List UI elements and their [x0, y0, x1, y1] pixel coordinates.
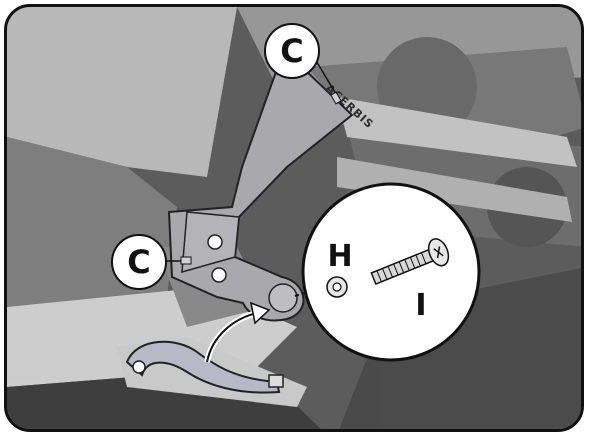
guard-hole-lower	[212, 268, 226, 282]
callout-c-top: C	[265, 24, 319, 78]
detail-circle: H I	[303, 184, 479, 360]
motorcycle-illustration: ACERBIS C C H I	[7, 7, 584, 432]
callout-i-label: I	[415, 288, 426, 323]
instruction-frame: ACERBIS C C H I	[4, 4, 584, 432]
callout-c-left: C	[112, 235, 166, 289]
washer-icon	[327, 277, 347, 297]
callout-h-label: H	[327, 239, 352, 274]
mounting-point	[269, 284, 297, 312]
guard-hole-upper	[208, 235, 222, 249]
callout-c-top-label: C	[280, 32, 303, 70]
callout-c-left-label: C	[127, 243, 150, 281]
